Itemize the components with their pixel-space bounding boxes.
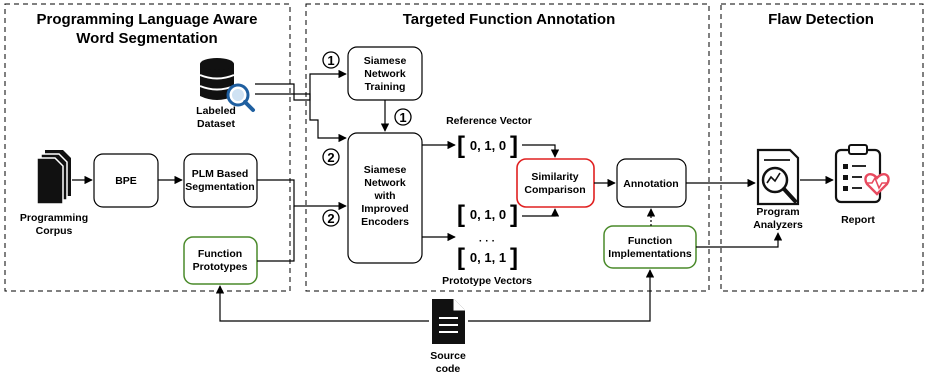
improved-line3: with <box>374 190 396 202</box>
training-line3: Training <box>365 81 406 93</box>
segmentation-panel <box>4 3 291 292</box>
svg-text:[: [ <box>457 201 465 228</box>
magnifier-icon <box>226 83 255 112</box>
svg-text:]: ] <box>510 201 518 228</box>
segmentation-title-line2: Word Segmentation <box>76 30 217 47</box>
prototype-vector-1-value: 0, 1, 0 <box>470 207 506 222</box>
svg-text:[: [ <box>457 244 465 271</box>
prototypes-label-line1: Function <box>198 248 242 260</box>
step-1-marker-top: 1 <box>322 51 340 69</box>
annotation-title: Targeted Function Annotation <box>403 11 615 28</box>
step-2-marker-top: 2 <box>322 148 340 166</box>
plm-label-line1: PLM Based <box>192 168 249 180</box>
similarity-line2: Comparison <box>524 184 585 196</box>
analyzers-line1: Program <box>756 206 799 218</box>
annotation-label: Annotation <box>623 178 678 190</box>
reference-vector-label: Reference Vector <box>446 115 532 127</box>
prototype-vector-2: [ 0, 1, 1 ] <box>457 244 518 271</box>
database-icon <box>199 58 235 100</box>
similarity-comparison-box <box>516 158 595 208</box>
segmentation-title-line1: Programming Language Aware <box>37 11 258 28</box>
implementations-line2: Implementations <box>608 248 692 260</box>
improved-line4: Improved <box>361 203 408 215</box>
svg-text:]: ] <box>510 244 518 271</box>
prototype-vectors-label: Prototype Vectors <box>442 275 532 287</box>
step-2-marker-bottom: 2 <box>322 209 340 227</box>
svg-text:2: 2 <box>327 150 334 165</box>
function-implementations-box <box>603 225 697 269</box>
bpe-label: BPE <box>115 175 137 187</box>
labeled-dataset-line1: Labeled <box>196 105 236 117</box>
labeled-dataset-line2: Dataset <box>197 118 235 130</box>
svg-text:1: 1 <box>399 110 406 125</box>
reference-vector-value: 0, 1, 0 <box>470 138 506 153</box>
detection-title: Flaw Detection <box>768 11 874 28</box>
source-code-line2: code <box>436 363 461 375</box>
siamese-improved-box <box>347 132 423 264</box>
source-code-icon <box>432 299 465 344</box>
svg-text:2: 2 <box>327 211 334 226</box>
prototype-ellipsis: · · · <box>479 235 495 247</box>
connectors <box>72 69 834 322</box>
report-clipboard-icon <box>834 144 882 204</box>
improved-line5: Encoders <box>361 216 409 228</box>
training-line2: Network <box>364 68 406 80</box>
plm-label-line2: Segmentation <box>185 181 254 193</box>
training-line1: Siamese <box>364 55 407 67</box>
analyzers-line2: Analyzers <box>753 219 803 231</box>
corpus-label-line2: Corpus <box>36 225 73 237</box>
svg-text:]: ] <box>510 132 518 159</box>
heart-icon <box>864 173 890 196</box>
prototype-vector-2-value: 0, 1, 1 <box>470 250 506 265</box>
corpus-documents-icon <box>36 150 71 205</box>
reference-vector: [ 0, 1, 0 ] <box>457 132 518 159</box>
implementations-line1: Function <box>628 235 672 247</box>
improved-line2: Network <box>364 177 406 189</box>
step-1-marker-mid: 1 <box>394 108 412 126</box>
svg-text:1: 1 <box>327 53 334 68</box>
similarity-line1: Similarity <box>531 171 578 183</box>
prototypes-label-line2: Prototypes <box>193 261 248 273</box>
corpus-label-line1: Programming <box>20 212 88 224</box>
source-code-line1: Source <box>430 350 466 362</box>
prototype-vector-1: [ 0, 1, 0 ] <box>457 201 518 228</box>
detection-panel <box>720 3 924 292</box>
program-analyzers-icon <box>756 148 800 206</box>
report-label: Report <box>841 214 875 226</box>
svg-text:[: [ <box>457 132 465 159</box>
improved-line1: Siamese <box>364 164 407 176</box>
annotation-panel <box>305 3 710 292</box>
